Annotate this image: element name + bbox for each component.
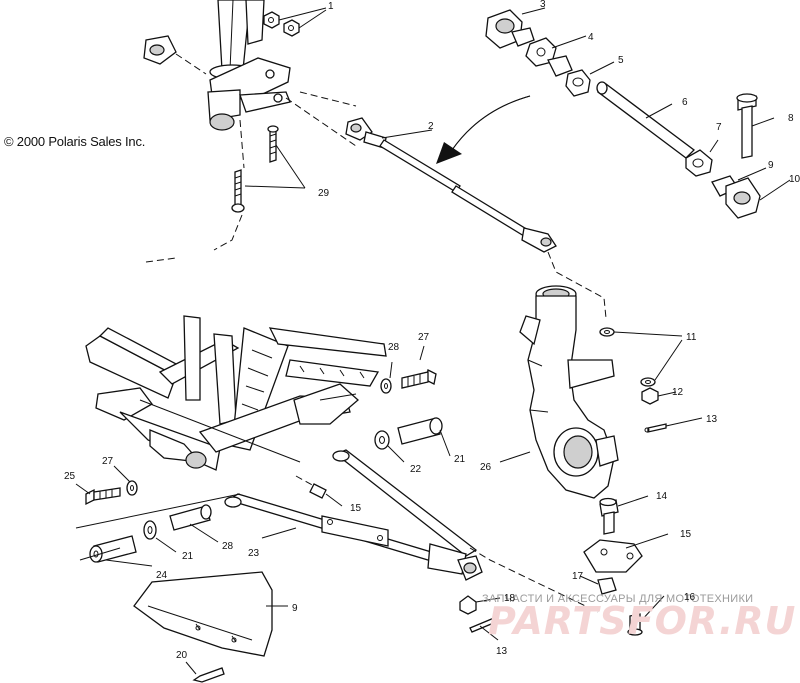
callout-13: 13	[706, 414, 718, 425]
watermark-logo: PARTSFOR.RU	[488, 599, 796, 643]
rod-end-9-10	[711, 167, 791, 219]
callout-1: 1	[328, 1, 334, 12]
callout-28: 27	[102, 456, 114, 467]
direction-arrow	[436, 95, 531, 164]
callout-21: 21	[454, 454, 466, 465]
callout-6: 6	[682, 97, 688, 108]
nut-7	[685, 139, 719, 177]
bolt-20	[185, 661, 225, 683]
bushing-22-upper	[374, 430, 405, 463]
callout-27: 27	[418, 332, 430, 343]
grease-fitting-25	[295, 475, 343, 507]
rod-end-3	[485, 7, 546, 49]
jam-nut-4	[525, 35, 587, 77]
sleeve-21-lower	[89, 535, 153, 567]
nut-17	[579, 575, 617, 595]
callout-10: 10	[789, 174, 800, 185]
callout-22: 21	[182, 551, 194, 562]
copyright-text: © 2000 Polaris Sales Inc.	[4, 134, 146, 149]
callout-29: 29	[318, 188, 330, 199]
ball-joint-lower	[457, 547, 599, 613]
callout-22: 22	[410, 464, 422, 475]
callout-18: 18	[504, 593, 516, 604]
callout-15: 15	[680, 529, 692, 540]
plate-15	[583, 533, 669, 573]
callout-13: 13	[496, 646, 508, 657]
callout-4: 4	[588, 32, 594, 43]
bolt-27-right	[401, 345, 437, 389]
callout-5: 5	[618, 55, 624, 66]
bushing-23	[169, 504, 219, 543]
bolt-16	[627, 595, 665, 636]
steering-column	[207, 0, 291, 131]
washer-22-lower	[143, 520, 177, 553]
callout-24: 23	[248, 548, 260, 559]
nut-18	[459, 595, 501, 615]
tube-6	[596, 81, 695, 159]
callout-25: 15	[350, 503, 362, 514]
callout-27: 25	[64, 471, 76, 482]
callout-2: 2	[428, 121, 434, 132]
callout-9: 9	[292, 603, 298, 614]
watermark: PARTSFOR.RU ЗАПЧАСТИ И АКСЕССУАРЫ ДЛЯ МО…	[482, 593, 796, 643]
callout-28: 28	[388, 342, 400, 353]
nut-pair-1	[263, 7, 327, 37]
callout-14: 14	[656, 491, 668, 502]
callout-9: 9	[768, 160, 774, 171]
washer-28-right	[380, 361, 393, 394]
callout-20: 20	[176, 650, 188, 661]
callout-labels: 1 3 4 5 6 2 7 8 9 10 29 11 12 13 27 28 2…	[64, 0, 800, 661]
callout-17: 17	[572, 571, 584, 582]
upper-left-rod-end	[143, 35, 207, 75]
nut-12	[641, 387, 677, 405]
callout-8: 8	[788, 113, 794, 124]
callout-12: 12	[672, 387, 684, 398]
bolt-14	[599, 495, 649, 535]
cotter-pin-13-lower	[469, 617, 499, 641]
sleeve-21-upper	[397, 417, 451, 457]
callout-7: 7	[716, 122, 722, 133]
callout-21: 24	[156, 570, 168, 581]
frame	[85, 315, 387, 471]
tie-rod-2	[285, 91, 607, 319]
bolt-27-left	[75, 483, 121, 506]
callout-26: 26	[480, 462, 492, 473]
a-arm-24	[224, 449, 478, 575]
washers-11	[599, 327, 683, 387]
callout-3: 3	[540, 0, 546, 10]
callout-16: 16	[684, 592, 696, 603]
bolts-29	[145, 119, 306, 263]
watermark-caption: ЗАПЧАСТИ И АКСЕССУАРЫ ДЛЯ МОТОТЕХНИКИ	[482, 593, 753, 605]
washer-28-left	[113, 465, 138, 496]
spindle-26	[499, 285, 619, 499]
cotter-pin-13	[644, 417, 703, 433]
callout-23: 28	[222, 541, 234, 552]
skid-plate	[133, 571, 288, 657]
shaft-lower	[75, 493, 241, 561]
callout-11: 11	[686, 332, 697, 343]
bolt-8	[736, 93, 775, 159]
nut-5	[565, 61, 615, 97]
